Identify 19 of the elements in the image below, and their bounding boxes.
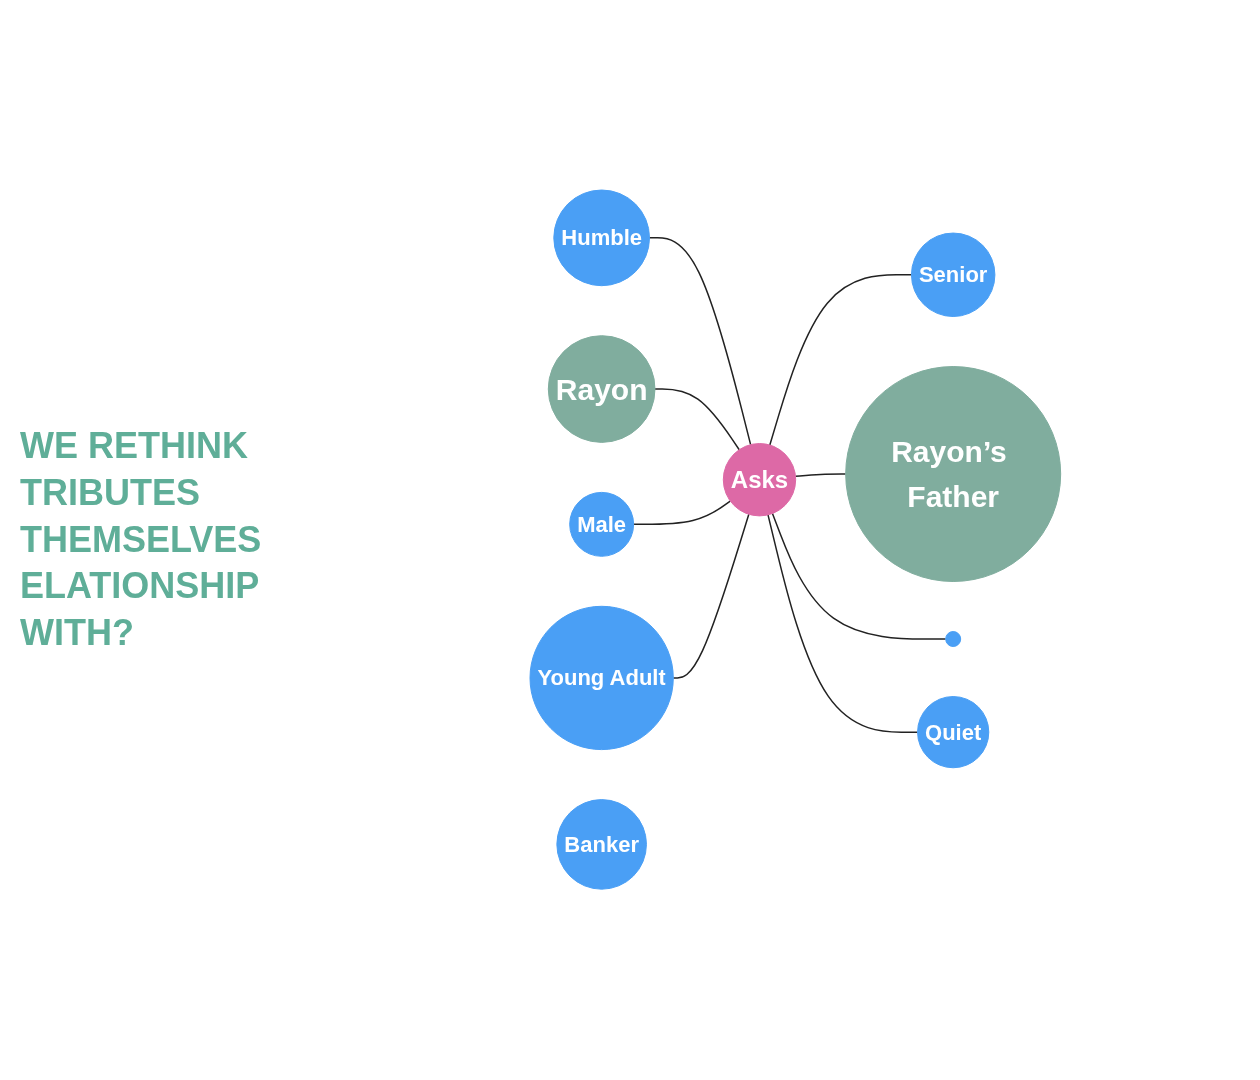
connector	[771, 513, 947, 641]
node-circle: Humble	[552, 189, 650, 287]
heading-text: WE RETHINK TRIBUTES THEMSELVES ELATIONSHIP WITH?	[20, 424, 263, 656]
connector	[648, 237, 751, 446]
connector	[632, 500, 731, 526]
connector	[768, 274, 912, 447]
node-circle: Rayon’s Father	[844, 366, 1061, 583]
connector	[653, 388, 740, 451]
node-circle: Asks	[722, 443, 796, 517]
node-circle: Male	[568, 492, 634, 558]
connector	[794, 473, 847, 478]
node-circle: Banker	[556, 799, 647, 891]
node-circle: Young Adult	[529, 606, 674, 751]
connector	[672, 513, 750, 680]
connector	[766, 514, 918, 734]
node-circle: Rayon	[547, 335, 656, 444]
node-circle: Quiet	[916, 696, 989, 769]
node-circle	[944, 631, 961, 648]
node-circle: Senior	[910, 232, 996, 318]
